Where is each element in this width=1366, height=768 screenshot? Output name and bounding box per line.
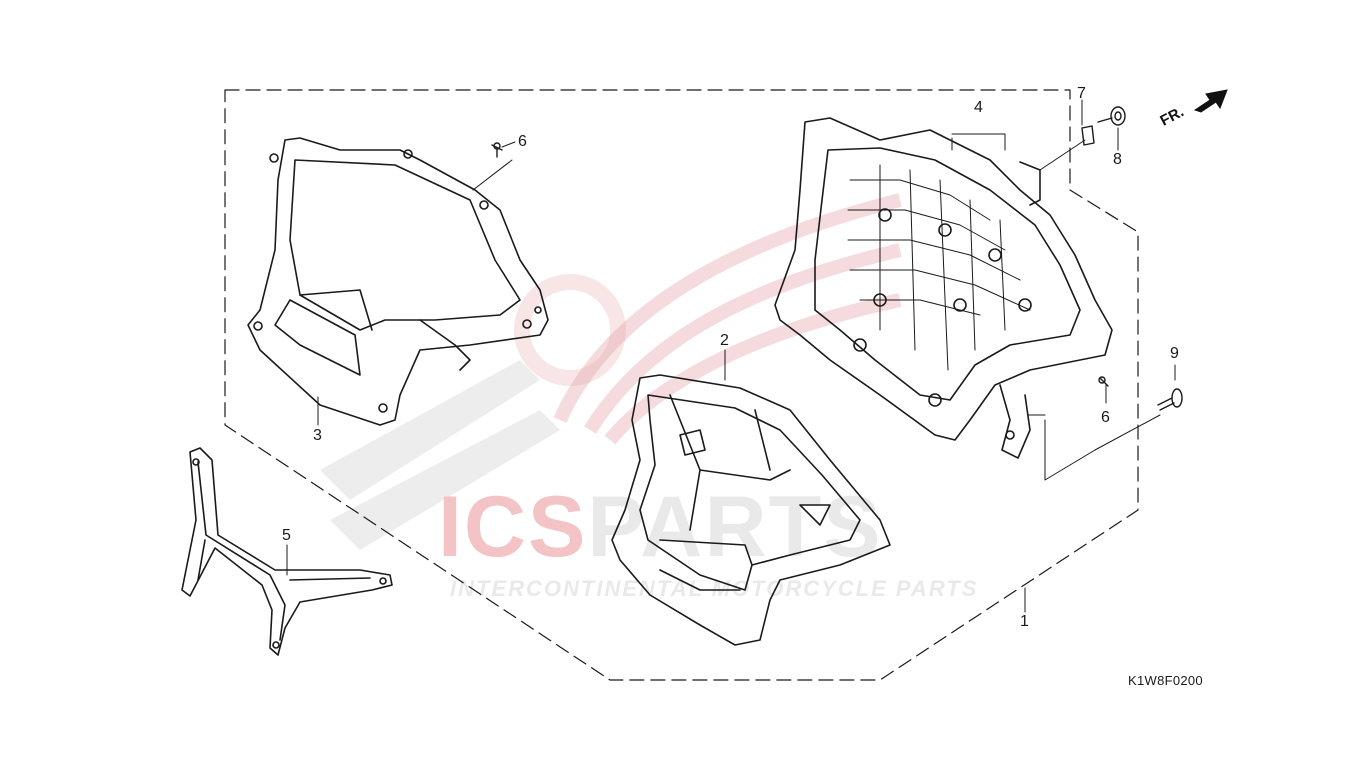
callout-9: 9: [1170, 345, 1179, 362]
leader-lines: [286, 99, 1176, 613]
callout-2: 2: [720, 332, 729, 349]
callout-1: 1: [1020, 613, 1029, 630]
part-7-clip: [1081, 125, 1095, 146]
front-direction-arrow-icon: [1193, 89, 1228, 113]
callout-7: 7: [1077, 85, 1086, 102]
callout-8: 8: [1113, 151, 1122, 168]
callout-4: 4: [974, 99, 983, 116]
part-9-screw: [1157, 388, 1183, 411]
part-4-inner-frame: [774, 117, 1113, 459]
callout-5: 5: [282, 527, 291, 544]
callout-6-right: 6: [1101, 409, 1110, 426]
part-5-garnish: [181, 447, 393, 656]
watermark-brand-red: ICS: [438, 479, 588, 575]
assembly-boundary: [224, 89, 1139, 681]
callout-6-top: 6: [518, 133, 527, 150]
part-6-screw-right: [1098, 376, 1109, 387]
part-3-upper-cover: [247, 137, 549, 426]
watermark-brand-grey: PARTS: [587, 479, 883, 575]
callout-3: 3: [313, 427, 322, 444]
part-6-screw-top: [491, 142, 503, 158]
watermark-brand: ICSPARTS: [438, 478, 882, 577]
diagram-code: K1W8F0200: [1128, 673, 1203, 688]
part-2-meter-panel: [611, 374, 891, 646]
part-8-bolt: [1097, 106, 1126, 126]
